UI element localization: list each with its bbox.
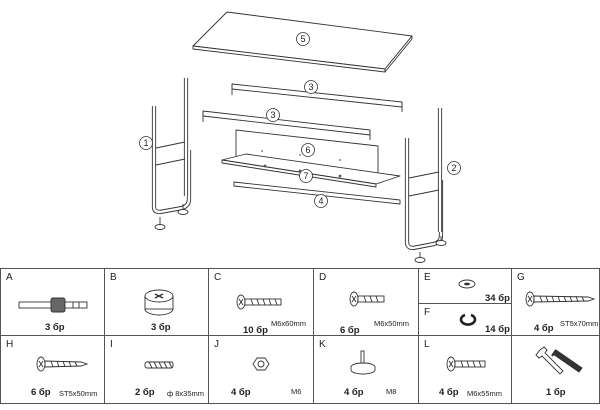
callout-label: 2 [451, 163, 456, 173]
part-spec: M6x60mm [271, 319, 307, 328]
part-quantity: 4 бр [439, 387, 459, 398]
part-letter: F [424, 307, 431, 318]
callout-7: 7 [299, 169, 313, 183]
part-letter: E [424, 272, 431, 283]
part-h-cell: H 6 бр ST5x50mm [0, 335, 105, 404]
part-quantity: 2 бр [135, 387, 155, 398]
part-quantity: 14 бр [485, 324, 510, 335]
part-quantity: 4 бр [534, 323, 554, 334]
part-c-cell: C M6x60mm 10 бр [208, 268, 314, 336]
bolt-m6x60-icon [236, 294, 282, 310]
part-quantity: 10 бр [243, 325, 268, 336]
cam-dowel-icon [18, 297, 88, 313]
callout-6: 6 [301, 143, 315, 157]
part-spec: M6x55mm [467, 389, 503, 398]
part-letter: C [214, 272, 222, 283]
part-quantity: 1 бр [546, 387, 566, 398]
right-frame [404, 108, 447, 263]
part-g-cell: G ST5x70mm 4 бр [511, 268, 600, 336]
part-j-cell: J 4 бр M6 [208, 335, 314, 404]
part-letter: J [214, 339, 219, 350]
left-frame [151, 78, 192, 230]
part-quantity: 3 бр [151, 322, 171, 333]
upper-rail [231, 83, 403, 112]
part-quantity: 4 бр [231, 387, 251, 398]
callout-label: 7 [303, 171, 308, 181]
part-quantity: 34 бр [485, 293, 510, 304]
part-quantity: 6 бр [31, 387, 51, 398]
part-quantity: 6 бр [340, 325, 360, 336]
part-spec: ST5x50mm [59, 389, 98, 398]
washer-cap-icon [458, 279, 476, 289]
assembly-diagram: 5 3 3 6 7 4 1 2 [139, 11, 461, 263]
part-a-cell: A 3 бр [0, 268, 105, 336]
callout-label: 5 [300, 34, 305, 44]
part-letter: L [424, 339, 430, 350]
part-k-cell: K 4 бр M8 [313, 335, 419, 404]
callout-label: 6 [305, 145, 310, 155]
part-letter: B [110, 272, 117, 283]
part-d-cell: D M6x50mm 6 бр [313, 268, 419, 336]
part-spec: ф 8x35mm [167, 389, 205, 398]
part-spec: M8 [386, 387, 397, 396]
leveling-foot-icon [350, 350, 376, 375]
callout-label: 1 [143, 138, 148, 148]
part-quantity: 4 бр [344, 387, 364, 398]
part-spec: ST5x70mm [560, 319, 599, 328]
part-l-cell: L 4 бр M6x55mm [418, 335, 512, 404]
part-quantity: 3 бр [45, 322, 65, 333]
cam-lock-icon [144, 289, 174, 316]
callout-5: 5 [296, 32, 310, 46]
part-letter: K [319, 339, 326, 350]
part-letter: D [319, 272, 327, 283]
screw-st5x50-icon [36, 356, 89, 372]
tools-cell: 1 бр [511, 335, 600, 404]
callout-2: 2 [447, 161, 461, 175]
screw-st5x70-icon [525, 291, 596, 307]
part-b-cell: B 3 бр [104, 268, 209, 336]
part-letter: I [110, 339, 113, 350]
callout-4: 4 [314, 194, 328, 208]
cover-cap-icon [459, 313, 477, 326]
bottom-bar [233, 181, 401, 205]
shelf-panel [221, 153, 401, 188]
part-spec: M6 [291, 387, 302, 396]
callout-3-lower: 3 [266, 108, 280, 122]
callout-label: 3 [270, 110, 275, 120]
part-letter: H [6, 339, 14, 350]
hex-nut-icon [252, 357, 270, 371]
bolt-m6x50-icon [349, 291, 385, 307]
part-letter: G [517, 272, 525, 283]
part-i-cell: I 2 бр ф 8x35mm [104, 335, 209, 404]
wood-dowel-icon [144, 361, 174, 369]
lower-rail [202, 110, 371, 140]
hardware-parts-table: A 3 бр B 3 бр C [0, 268, 600, 404]
callout-label: 4 [318, 196, 323, 206]
part-letter: A [6, 272, 13, 283]
bolt-m6x55-icon [446, 356, 486, 372]
part-spec: M6x50mm [374, 319, 410, 328]
callout-label: 3 [308, 82, 313, 92]
callout-1: 1 [139, 136, 153, 150]
wrench-and-allen-key-icon [535, 346, 583, 375]
callout-3-upper: 3 [304, 80, 318, 94]
part-f-cell: F 14 бр [418, 303, 512, 336]
part-e-cell: E 34 бр [418, 268, 512, 304]
